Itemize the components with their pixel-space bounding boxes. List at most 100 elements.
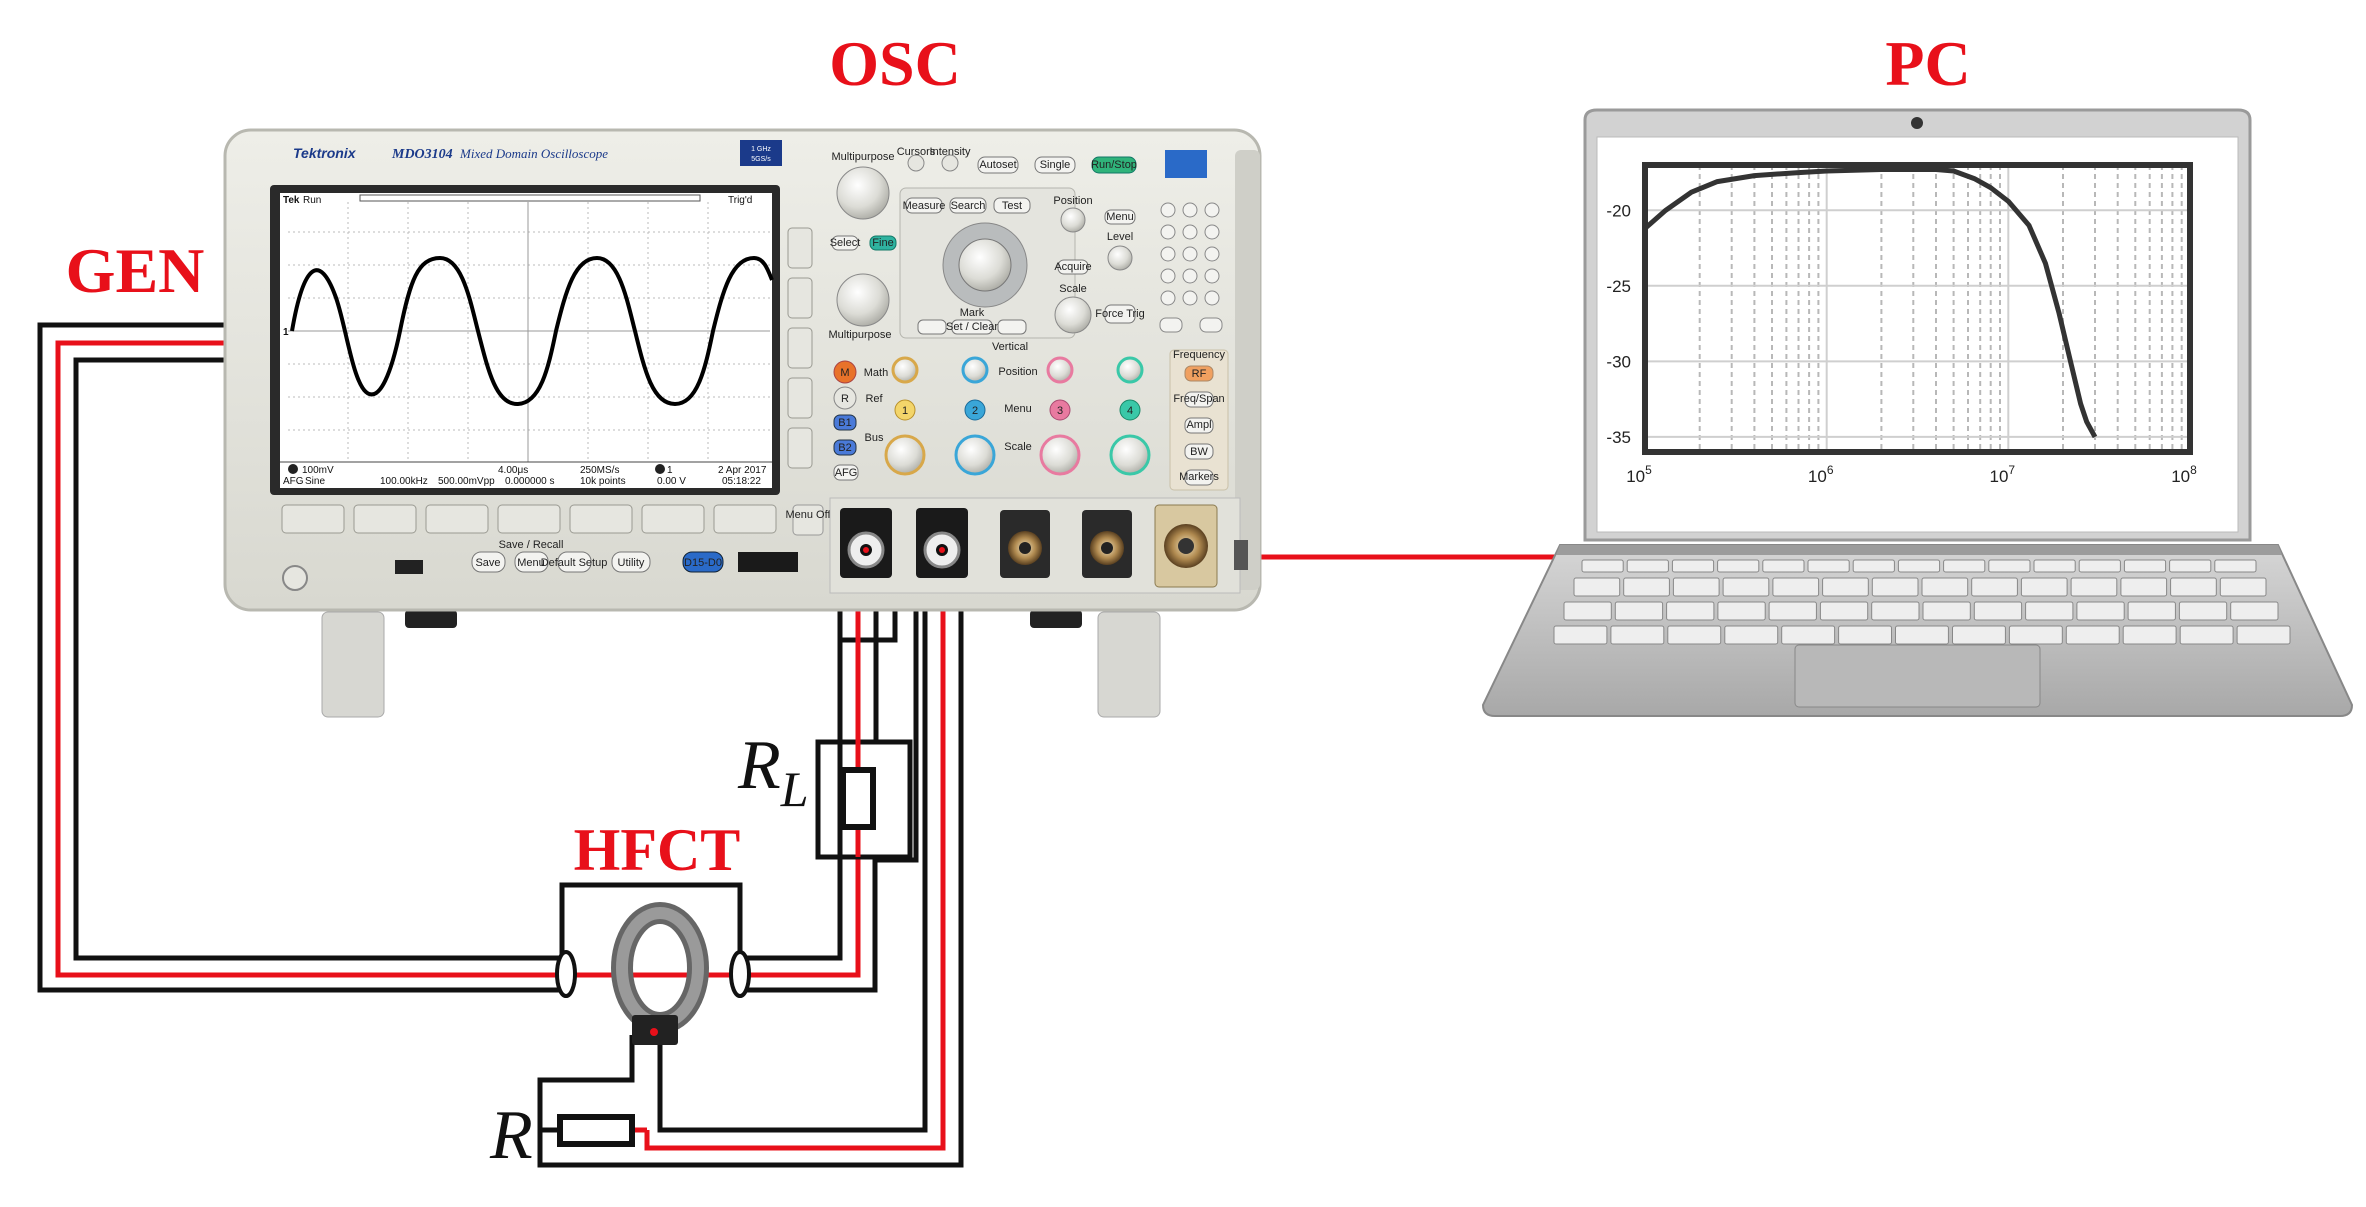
single-button[interactable] bbox=[1034, 156, 1076, 174]
mark-next-button[interactable] bbox=[997, 319, 1027, 335]
mark-prev-button[interactable] bbox=[917, 319, 947, 335]
keyboard-key bbox=[1971, 577, 2018, 597]
rl-bracket bbox=[815, 739, 913, 860]
multipurpose-b-knob[interactable] bbox=[836, 273, 890, 327]
b1-label: B1 bbox=[838, 417, 851, 429]
b2-button[interactable] bbox=[833, 439, 857, 456]
default-setup-label: Default Setup bbox=[541, 557, 608, 569]
freq-span-button[interactable] bbox=[1184, 391, 1214, 408]
screen-tek: Tek bbox=[283, 195, 300, 206]
ch3-button[interactable] bbox=[1049, 399, 1071, 421]
search-button[interactable] bbox=[949, 197, 987, 214]
trig-menu-button[interactable] bbox=[1104, 209, 1136, 225]
keyboard-key bbox=[2179, 625, 2234, 645]
ch2-button[interactable] bbox=[964, 399, 986, 421]
autoset-button[interactable] bbox=[977, 156, 1019, 174]
keyboard-key bbox=[2008, 625, 2063, 645]
keyboard-key bbox=[1667, 625, 1722, 645]
markers-button[interactable] bbox=[1184, 469, 1214, 486]
set-clear-button[interactable] bbox=[951, 319, 993, 335]
r-label: R bbox=[489, 1097, 533, 1174]
ch1-input[interactable] bbox=[840, 508, 892, 578]
afg-button-label: AFG bbox=[835, 467, 858, 479]
keyboard-key bbox=[1724, 625, 1779, 645]
horiz-scale-knob[interactable] bbox=[1054, 296, 1092, 334]
record-length: 10k points bbox=[580, 476, 626, 487]
power-button[interactable] bbox=[282, 565, 308, 591]
ch3-input[interactable] bbox=[1000, 510, 1050, 578]
d15-d0-button[interactable] bbox=[682, 551, 724, 573]
ch4-input[interactable] bbox=[1082, 510, 1132, 578]
timebase: 4.00μs bbox=[498, 465, 528, 476]
intensity-button[interactable] bbox=[941, 154, 959, 172]
ch2-input[interactable] bbox=[916, 508, 968, 578]
ch4-button[interactable] bbox=[1119, 399, 1141, 421]
test-button[interactable] bbox=[993, 197, 1031, 214]
acquire-button[interactable] bbox=[1057, 259, 1089, 275]
y-tick-label: -20 bbox=[1606, 201, 1631, 220]
channel-4-controls: 4 bbox=[1109, 356, 1151, 476]
math-button[interactable] bbox=[833, 360, 857, 384]
hfct-sensor bbox=[611, 902, 709, 1045]
screen bbox=[280, 193, 772, 488]
save-menu-button[interactable] bbox=[514, 551, 549, 573]
keyboard-key bbox=[1722, 577, 1770, 597]
keyboard-key bbox=[1717, 601, 1766, 621]
measure-button[interactable] bbox=[905, 197, 943, 214]
ch1-button[interactable] bbox=[894, 399, 916, 421]
keyboard-key bbox=[1671, 559, 1715, 573]
afg-button[interactable] bbox=[833, 464, 859, 481]
hfct-loop-top bbox=[559, 882, 743, 958]
horiz-position-label: Position bbox=[1053, 195, 1092, 207]
rf-button[interactable] bbox=[1184, 365, 1214, 382]
ref-button[interactable] bbox=[833, 386, 857, 410]
multipurpose-a-knob[interactable] bbox=[836, 166, 890, 220]
ampl-label: Ampl bbox=[1186, 419, 1211, 431]
select-button[interactable] bbox=[831, 235, 859, 251]
keyboard-key bbox=[1666, 601, 1715, 621]
bw-button[interactable] bbox=[1184, 443, 1214, 460]
fine-button[interactable] bbox=[869, 235, 897, 251]
ch2-cable-red bbox=[644, 555, 946, 1151]
cable-end-right bbox=[729, 950, 751, 998]
sample-rate-badge: 5GS/s bbox=[751, 156, 771, 163]
b1-button[interactable] bbox=[833, 414, 857, 431]
trig-level-label: Level bbox=[1107, 231, 1133, 243]
laptop-screen bbox=[1596, 136, 2239, 533]
keyboard-key bbox=[1838, 625, 1892, 645]
force-trig-button[interactable] bbox=[1104, 304, 1136, 324]
default-setup-button[interactable] bbox=[557, 551, 592, 573]
screen-grid bbox=[288, 202, 770, 462]
delay: 0.000000 s bbox=[505, 476, 555, 487]
keyboard-key bbox=[2120, 577, 2168, 597]
force-trig-label: Force Trig bbox=[1095, 308, 1145, 320]
rf-input[interactable] bbox=[1154, 504, 1218, 588]
ampl-button[interactable] bbox=[1184, 417, 1214, 434]
save-button[interactable] bbox=[471, 551, 506, 573]
afg-label: AFG bbox=[283, 476, 304, 487]
sample-rate: 250MS/s bbox=[580, 465, 619, 476]
runstop-button[interactable] bbox=[1091, 156, 1137, 174]
keyboard-key bbox=[2236, 625, 2291, 645]
keypad bbox=[1159, 202, 1223, 333]
utility-button[interactable] bbox=[611, 551, 651, 573]
model: MDO3104 bbox=[391, 147, 453, 162]
save-menu-label: Menu bbox=[517, 557, 545, 569]
measure-label: Measure bbox=[903, 200, 946, 212]
vertical-label: Vertical bbox=[992, 341, 1028, 353]
laptop-camera bbox=[1911, 117, 1923, 129]
cursors-button[interactable] bbox=[907, 154, 925, 172]
menu-off-button[interactable] bbox=[792, 504, 824, 536]
gen-wire-inner-black bbox=[73, 357, 562, 961]
keyboard-key bbox=[2219, 577, 2267, 597]
horiz-scale-label: Scale bbox=[1059, 283, 1087, 295]
mark-label: Mark bbox=[960, 307, 985, 319]
keyboard-key bbox=[1614, 601, 1664, 621]
search-label: Search bbox=[951, 200, 986, 212]
horiz-position-knob[interactable] bbox=[1060, 207, 1086, 233]
pan-zoom-knob[interactable] bbox=[958, 238, 1012, 292]
single-label: Single bbox=[1040, 159, 1071, 171]
trig-level-knob[interactable] bbox=[1107, 245, 1133, 271]
keyboard-key bbox=[2070, 577, 2118, 597]
